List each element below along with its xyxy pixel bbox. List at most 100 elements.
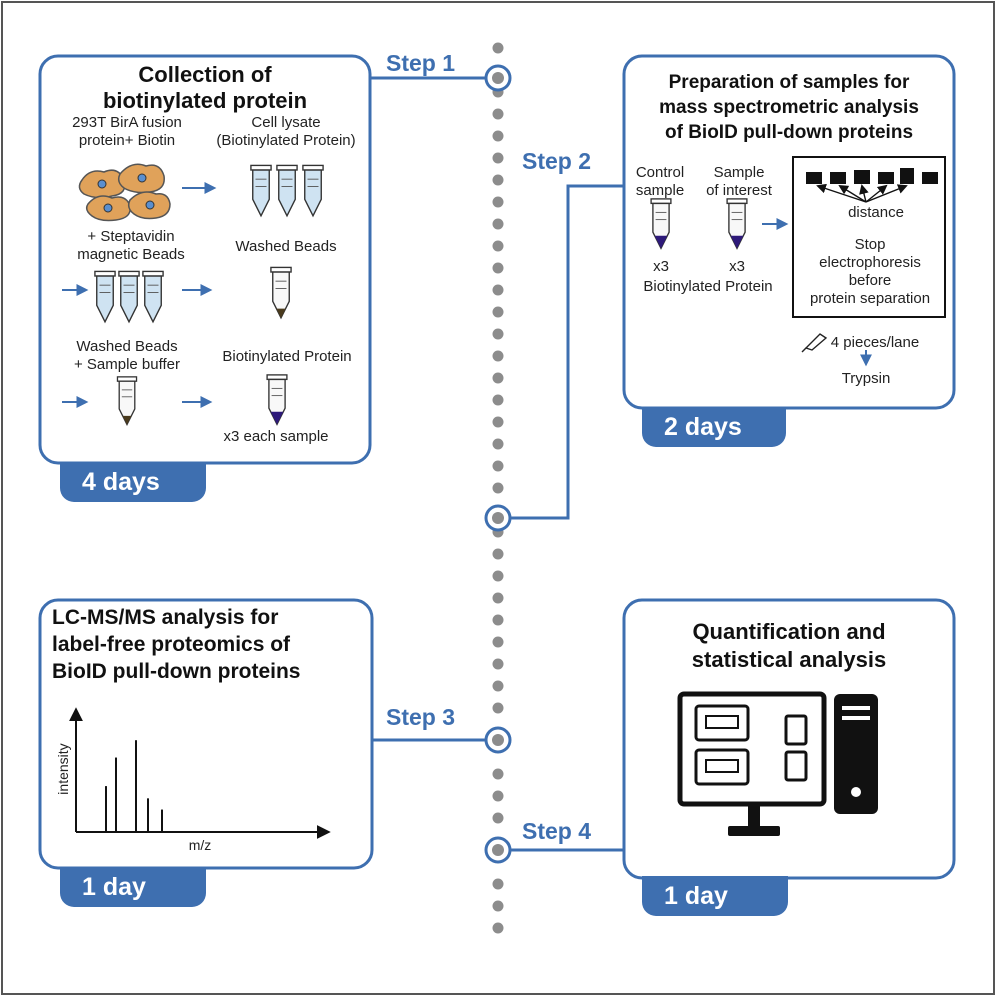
timeline-dot [492, 262, 504, 274]
label-line: of interest [706, 182, 772, 199]
label-line: Stop [854, 236, 886, 253]
timeline-dot [492, 922, 504, 934]
timeline-dot [492, 284, 504, 296]
timeline-dot [492, 548, 504, 560]
duration-tab-step-2: 2 days [642, 407, 786, 447]
title-line: label-free proteomics of [52, 633, 291, 656]
timeline-dot [492, 658, 504, 670]
box-step-3 [38, 598, 374, 870]
title-line: mass spectrometric analysis [659, 97, 919, 118]
sample-of-interest-label: Sample of interest [698, 164, 780, 200]
timeline-dot [492, 416, 504, 428]
washed-beads-label: Washed Beads [235, 238, 337, 255]
distance-label: distance [848, 204, 904, 221]
scalpel-icon [801, 333, 828, 353]
box-step-2 [622, 54, 956, 410]
label-line: protein+ Biotin [78, 132, 176, 149]
timeline-dot [492, 702, 504, 714]
title-line: LC-MS/MS analysis for [52, 606, 279, 629]
duration-tab-step-3: 1 day [60, 867, 206, 907]
title-line: Preparation of samples for [668, 72, 910, 93]
title-line: Quantification and [692, 619, 886, 644]
box-3-title: LC-MS/MS analysis for label-free proteom… [52, 604, 368, 685]
label-line: before [848, 272, 892, 289]
timeline-node-center [492, 844, 504, 856]
label-line: 293T BirA fusion [72, 114, 182, 131]
timeline-dots [492, 42, 504, 934]
lysate-label: Cell lysate (Biotinylated Protein) [204, 114, 368, 150]
timeline-node-center [492, 512, 504, 524]
timeline-dot [492, 394, 504, 406]
timeline-dot [492, 372, 504, 384]
label-line: + Sample buffer [73, 356, 181, 373]
timeline-node-center [492, 72, 504, 84]
distance-arrows [816, 183, 908, 203]
stop-electrophoresis-label: Stop electrophoresis before protein sepa… [795, 236, 945, 308]
biotinylated-protein-label: Biotinylated Protein [222, 348, 352, 365]
step-2-label: Step 2 [522, 148, 592, 174]
x3-control-label: x3 [653, 258, 669, 275]
x-axis-label: m/z [188, 837, 212, 853]
duration-label: 1 day [82, 873, 146, 901]
duration-label: 2 days [664, 413, 742, 441]
timeline-dot [492, 768, 504, 780]
timeline-dot [492, 878, 504, 890]
label-line: (Biotinylated Protein) [216, 132, 356, 149]
timeline-dot [492, 350, 504, 362]
pieces-label: 4 pieces/lane [830, 334, 920, 351]
y-axis-label: intensity [55, 743, 71, 795]
trypsin-label: Trypsin [841, 370, 891, 387]
biotinylated-protein-label: Biotinylated Protein [643, 278, 773, 295]
duration-label: 1 day [664, 882, 728, 910]
label-line: magnetic Beads [77, 246, 185, 263]
duration-label: 4 days [82, 468, 160, 496]
title-line: Collection of [138, 62, 272, 87]
timeline-dot [492, 680, 504, 692]
box-2-title: Preparation of samples for mass spectrom… [636, 70, 942, 145]
label-line: Control [635, 164, 685, 181]
beads-label: + Steptavidin magnetic Beads [56, 228, 206, 264]
label-line: sample [635, 182, 685, 199]
title-line: biotinylated protein [102, 88, 308, 113]
each-sample-label: x3 each sample [223, 428, 329, 445]
timeline-dot [492, 152, 504, 164]
timeline-dot [492, 196, 504, 208]
timeline-node-center [492, 734, 504, 746]
label-line: Washed Beads [76, 338, 178, 355]
cells-icon [78, 163, 171, 222]
duration-tab-step-4: 1 day [642, 876, 788, 916]
timeline-dot [492, 438, 504, 450]
label-line: electrophoresis [819, 254, 921, 271]
timeline-dot [492, 790, 504, 802]
timeline-dot [492, 328, 504, 340]
box-4-title: Quantification and statistical analysis [624, 618, 954, 674]
sample-buffer-label: Washed Beads + Sample buffer [52, 338, 202, 374]
timeline-dot [492, 570, 504, 582]
label-line: protein separation [809, 290, 931, 307]
duration-tab-step-1: 4 days [60, 462, 206, 502]
connector-step-2 [510, 184, 624, 520]
timeline-dot [492, 636, 504, 648]
timeline-dot [492, 174, 504, 186]
timeline-dot [492, 108, 504, 120]
timeline-dot [492, 482, 504, 494]
timeline-dot [492, 592, 504, 604]
step-3-label: Step 3 [386, 704, 456, 730]
label-line: Cell lysate [251, 114, 321, 131]
box-1-title: Collection of biotinylated protein [40, 62, 370, 114]
cells-label: 293T BirA fusion protein+ Biotin [52, 114, 202, 150]
timeline-dot [492, 460, 504, 472]
timeline-dot [492, 614, 504, 626]
timeline-dot [492, 812, 504, 824]
computer-icon [677, 691, 878, 836]
timeline-dot [492, 130, 504, 142]
timeline-dot [492, 218, 504, 230]
control-sample-label: Control sample [626, 164, 694, 200]
title-line: statistical analysis [691, 647, 887, 672]
label-line: Sample [713, 164, 765, 181]
timeline-dot [492, 240, 504, 252]
title-line: BioID pull-down proteins [52, 660, 301, 683]
title-line: of BioID pull-down proteins [664, 122, 914, 143]
